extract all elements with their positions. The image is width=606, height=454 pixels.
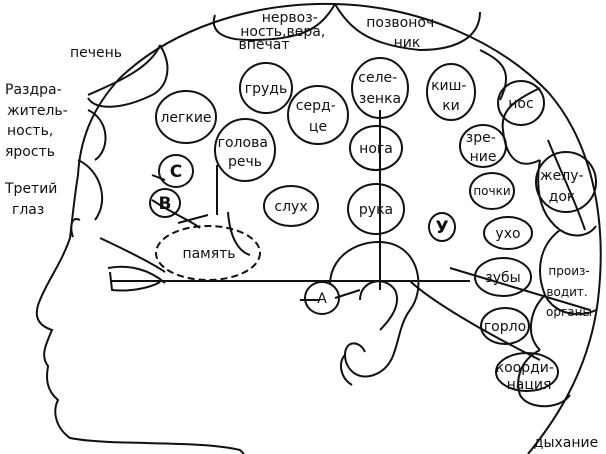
- label-lungs: легкие: [160, 110, 211, 126]
- skull-zone-lines: [70, 3, 541, 238]
- circle-kidneys: [469, 172, 515, 210]
- label-arm: рука: [359, 202, 393, 218]
- label-stomach: желу- док: [540, 168, 588, 205]
- circle-intestines: [426, 63, 476, 121]
- circle-c: [158, 154, 194, 188]
- label-nose: нос: [508, 96, 533, 112]
- circle-arm: [347, 183, 405, 235]
- label-kidneys: почки: [473, 184, 510, 198]
- label-ear: ухо: [495, 226, 520, 242]
- label-leg: нога: [359, 141, 393, 157]
- label-nervousness: нервоз- ность,вера, впечат: [238, 10, 329, 53]
- label-reproductive: произ- водит. органы: [546, 264, 594, 319]
- label-liver: печень: [70, 45, 122, 61]
- circle-chest: [239, 62, 293, 114]
- label-chest: грудь: [245, 81, 287, 97]
- right-zone-lines: [517, 139, 597, 408]
- memory-dashed-zone: [155, 225, 261, 281]
- circle-stomach: [535, 151, 597, 213]
- label-spine: позвоноч- ник: [366, 15, 443, 51]
- label-coordination: коорди- нация: [496, 360, 559, 393]
- circle-lungs: [155, 90, 217, 144]
- circle-hearing: [263, 185, 319, 227]
- label-third-eye: Третий глаз: [4, 181, 62, 218]
- label-throat: горло: [484, 319, 526, 335]
- label-memory: память: [182, 246, 235, 262]
- circle-vision: [459, 124, 507, 168]
- circle-coordination: [495, 352, 559, 392]
- label-heart: серд- це: [296, 98, 340, 135]
- ear-outline: [329, 240, 420, 378]
- label-y: У: [435, 218, 448, 238]
- label-teeth: зубы: [485, 270, 520, 286]
- label-breathing: дыхание: [534, 435, 598, 451]
- label-c: С: [170, 162, 182, 182]
- label-spleen: селе- зенка: [358, 70, 401, 107]
- connectors: [151, 165, 591, 361]
- ear-lobe: [339, 354, 353, 386]
- eye-outline: [99, 237, 166, 292]
- circle-leg: [349, 125, 403, 171]
- circle-ear: [483, 216, 533, 250]
- label-hearing: слух: [274, 199, 307, 215]
- label-intestines: киш- ки: [431, 78, 471, 114]
- label-b: В: [159, 194, 172, 214]
- label-head-speech: голова речь: [218, 135, 273, 170]
- circle-throat: [480, 307, 530, 345]
- circle-y: [428, 212, 456, 242]
- label-vision: зре- ние: [466, 130, 500, 165]
- circle-b: [149, 188, 181, 218]
- label-irritability: Раздра- житель- ность, ярость: [5, 82, 72, 160]
- circle-spleen: [351, 57, 409, 119]
- label-a: А: [317, 291, 327, 307]
- circle-head-speech: [214, 118, 276, 182]
- circle-nose: [497, 80, 545, 126]
- circle-a: [304, 281, 340, 315]
- circle-heart: [287, 85, 349, 145]
- circle-teeth: [474, 257, 532, 297]
